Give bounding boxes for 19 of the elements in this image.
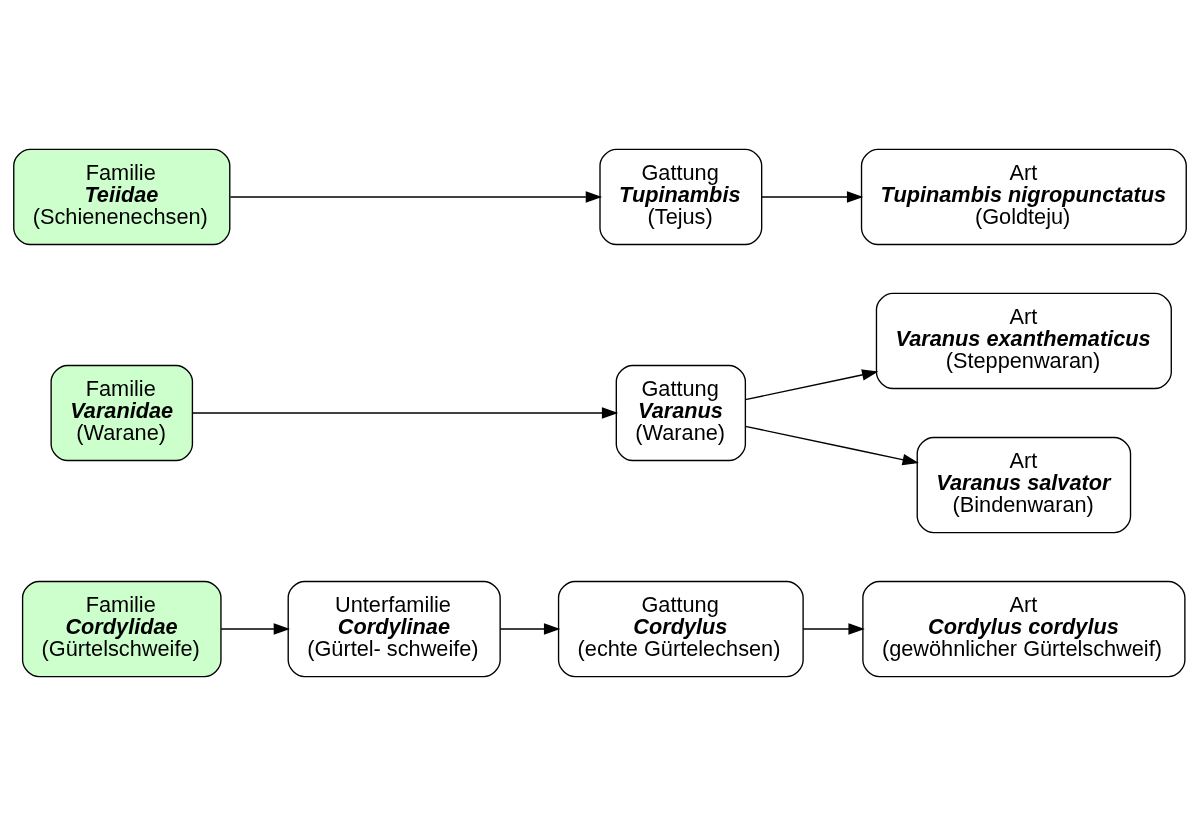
node-box: Familie Cordylidae (Gürtelschweife) xyxy=(21,580,222,677)
node-box: Art Varanus exanthematicus (Steppenwaran) xyxy=(875,292,1172,389)
arrow xyxy=(744,425,919,465)
arrow xyxy=(802,622,865,635)
arrow xyxy=(229,190,603,203)
node-box: Familie Varanidae (Warane) xyxy=(50,364,194,461)
node-box: Gattung Varanus (Warane) xyxy=(615,364,747,461)
node-box: Gattung Cordylus (echte Gürtelechsen) xyxy=(557,580,804,677)
node-box: Gattung Tupinambis (Tejus) xyxy=(599,148,763,245)
node-box: Unterfamilie Cordylinae (Gürtel- schweife) xyxy=(287,580,501,677)
arrow xyxy=(220,622,290,635)
node-box: Art Tupinambis nigropunctatus (Goldteju) xyxy=(860,148,1187,245)
node-box: Art Varanus salvator (Bindenwaran) xyxy=(916,436,1132,533)
arrow xyxy=(761,190,864,203)
arrow xyxy=(191,406,619,419)
arrow xyxy=(499,622,561,635)
node-box: Familie Teiidae (Schienenechsen) xyxy=(13,148,231,245)
arrow xyxy=(744,368,879,400)
node-box: Art Cordylus cordylus (gewöhnlicher Gürtelschweif) xyxy=(862,580,1186,677)
